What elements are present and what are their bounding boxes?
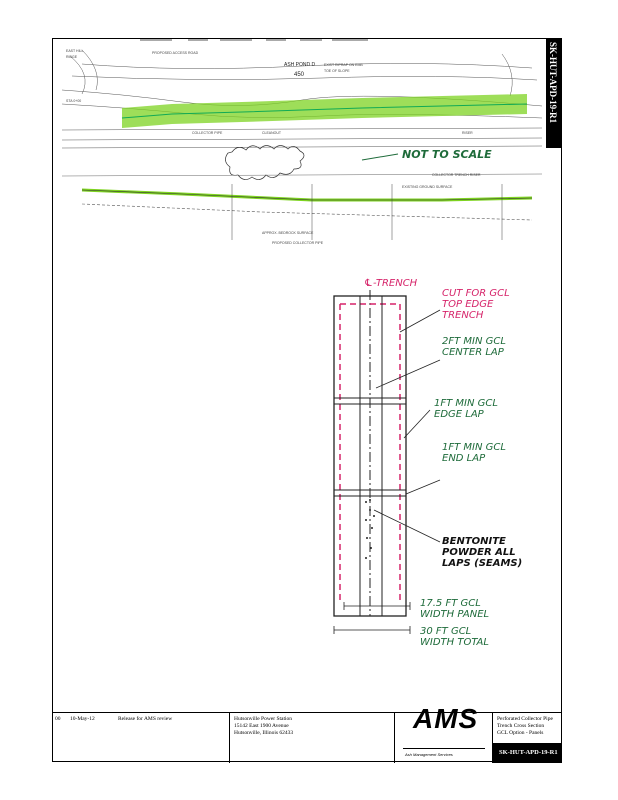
not-to-scale-note: NOT TO SCALE bbox=[402, 148, 492, 161]
sheet-id-tab: SK-HUT-APD-19-R1 bbox=[546, 38, 562, 148]
title-line-2: Trench Cross Section bbox=[497, 723, 545, 729]
site-line-1: Hutsonville Power Station bbox=[234, 716, 293, 722]
note-end-lap: 1FT MIN GCL END LAP bbox=[442, 442, 506, 464]
gcl-sketch: ℄-TRENCH CUT FOR GCL TOP EDGE TRENCH 2FT… bbox=[300, 270, 546, 660]
note-cut-gcl-line2: TOP EDGE bbox=[442, 299, 494, 310]
drawing-title-cell: Perforated Collector Pipe Trench Cross S… bbox=[493, 713, 562, 763]
gcl-sketch-svg: ℄-TRENCH bbox=[333, 278, 441, 634]
plan-profile-drawing: EAST HILL RIDGE PROPOSED ACCESS ROAD EXIS… bbox=[61, 44, 546, 256]
ams-logo-text: AMS bbox=[413, 703, 479, 734]
site-line-2: 15142 East 1900 Avenue bbox=[234, 723, 289, 729]
note-cut-gcl-line3: TRENCH bbox=[442, 310, 484, 321]
svg-text:EXIST RIPRAP ON EMB: EXIST RIPRAP ON EMB bbox=[324, 63, 363, 67]
note-center-lap: 2FT MIN GCL CENTER LAP bbox=[442, 336, 506, 358]
note-center-lap-line1: 2FT MIN GCL bbox=[442, 336, 506, 347]
svg-text:PROPOSED ACCESS ROAD: PROPOSED ACCESS ROAD bbox=[152, 51, 199, 55]
note-total-width-line1: 30 FT GCL bbox=[420, 626, 472, 637]
header-marks bbox=[140, 29, 370, 41]
sheet-id-vertical: SK-HUT-APD-19-R1 bbox=[548, 42, 558, 124]
site-address-cell: Hutsonville Power Station 15142 East 190… bbox=[230, 713, 395, 763]
profile-label-1: EXISTING GROUND SURFACE bbox=[402, 185, 453, 189]
note-end-lap-line1: 1FT MIN GCL bbox=[442, 442, 506, 453]
svg-text:CLEANOUT: CLEANOUT bbox=[262, 131, 282, 135]
ash-pond-label: ASH POND D bbox=[284, 62, 316, 68]
note-panel-width-line1: 17.5 FT GCL bbox=[420, 598, 481, 609]
revision-cell: 00 10-May-12 Release for AMS review bbox=[52, 713, 230, 763]
trench-alignment-highlight bbox=[122, 94, 527, 128]
note-bentonite-line2: POWDER ALL bbox=[442, 547, 516, 558]
note-cut-gcl: CUT FOR GCL TOP EDGE TRENCH bbox=[442, 288, 510, 321]
plan-profile-svg: EAST HILL RIDGE PROPOSED ACCESS ROAD EXIS… bbox=[61, 49, 543, 245]
title-line-1: Perforated Collector Pipe bbox=[497, 716, 553, 722]
profile-ground-line bbox=[81, 188, 533, 202]
trench-centerline-label: ℄-TRENCH bbox=[364, 278, 418, 289]
note-edge-lap-line2: EDGE LAP bbox=[434, 409, 484, 420]
note-edge-lap-line1: 1FT MIN GCL bbox=[434, 398, 498, 409]
ams-logo-subtitle: Ash Management Services bbox=[405, 752, 453, 757]
revision-number: 00 bbox=[55, 716, 61, 722]
note-bentonite: BENTONITE POWDER ALL LAPS (SEAMS) bbox=[442, 536, 522, 569]
note-center-lap-line2: CENTER LAP bbox=[442, 347, 504, 358]
ams-logo: AMS Ash Management Services bbox=[395, 703, 493, 763]
revision-description: Release for AMS review bbox=[118, 716, 173, 722]
note-edge-lap: 1FT MIN GCL EDGE LAP bbox=[434, 398, 498, 420]
svg-text:STA 0+00: STA 0+00 bbox=[66, 99, 81, 103]
note-total-width-line2: WIDTH TOTAL bbox=[420, 637, 489, 648]
sheet-number: SK-HUT-APD-19-R1 bbox=[493, 743, 562, 763]
note-end-lap-line2: END LAP bbox=[442, 453, 486, 464]
note-panel-width: 17.5 FT GCL WIDTH PANEL bbox=[420, 598, 489, 620]
revision-date: 10-May-12 bbox=[70, 716, 95, 722]
note-total-width: 30 FT GCL WIDTH TOTAL bbox=[420, 626, 489, 648]
title-line-3: GCL Option - Panels bbox=[497, 730, 544, 736]
svg-text:RIDGE: RIDGE bbox=[66, 55, 78, 59]
note-cut-gcl-line1: CUT FOR GCL bbox=[442, 288, 510, 299]
site-line-3: Hutsonville, Illinois 62433 bbox=[234, 730, 294, 736]
station-label: 450 bbox=[294, 72, 305, 78]
note-bentonite-line1: BENTONITE bbox=[442, 536, 506, 547]
profile-label-3: PROPOSED COLLECTOR PIPE bbox=[272, 241, 324, 245]
title-block: 00 10-May-12 Release for AMS review Huts… bbox=[52, 703, 562, 763]
svg-text:COLLECTOR PIPE: COLLECTOR PIPE bbox=[192, 131, 223, 135]
svg-text:EAST HILL: EAST HILL bbox=[66, 49, 83, 53]
profile-label-4: APPROX. BEDROCK SURFACE bbox=[262, 231, 314, 235]
svg-text:RISER: RISER bbox=[462, 131, 473, 135]
drawing-frame bbox=[52, 38, 562, 762]
note-panel-width-line2: WIDTH PANEL bbox=[420, 609, 490, 620]
profile-label-2: COLLECTOR TRENCH RISER bbox=[432, 173, 481, 177]
note-bentonite-line3: LAPS (SEAMS) bbox=[442, 558, 523, 569]
svg-text:TOE OF SLOPE: TOE OF SLOPE bbox=[324, 69, 350, 73]
